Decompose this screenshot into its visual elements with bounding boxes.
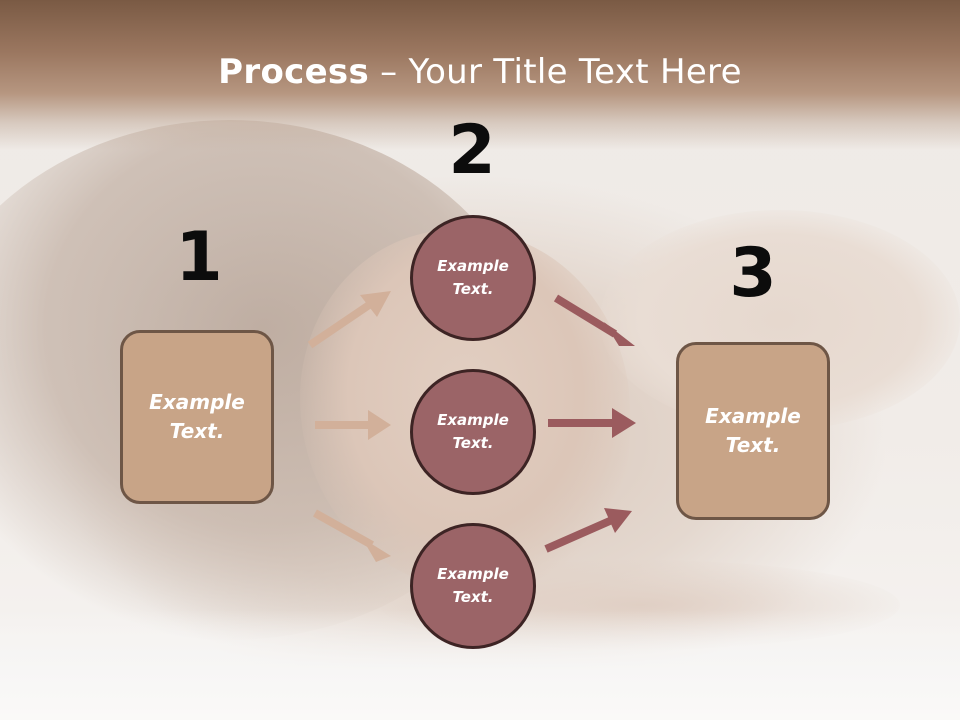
step-1-text-line2: Text. (169, 419, 225, 443)
step-number-1: 1 (175, 218, 223, 297)
step-number-3: 3 (729, 234, 777, 313)
slide-title: Process – Your Title Text Here (0, 52, 960, 92)
step-2-circle-bottom: Example Text. (410, 523, 536, 649)
title-bold: Process (218, 52, 370, 92)
step-3-text-line2: Text. (725, 433, 781, 457)
arrow-2a-to-3 (553, 294, 635, 346)
step-3-box: Example Text. (676, 342, 830, 520)
step-1-text-line1: Example (149, 390, 245, 414)
circle-top-line1: Example (437, 257, 509, 275)
arrow-1-to-2b (315, 410, 391, 440)
circle-bottom-line1: Example (437, 565, 509, 583)
circle-top-line2: Text. (452, 280, 494, 298)
title-banner (0, 0, 960, 150)
circle-bottom-line2: Text. (452, 588, 494, 606)
arrow-1-to-2c (313, 509, 391, 562)
step-2-circle-middle: Example Text. (410, 369, 536, 495)
circle-middle-line1: Example (437, 411, 509, 429)
circle-middle-line2: Text. (452, 434, 494, 452)
title-rest: – Your Title Text Here (369, 52, 742, 92)
arrow-1-to-2a (307, 291, 391, 349)
step-2-circle-top: Example Text. (410, 215, 536, 341)
step-1-box: Example Text. (120, 330, 274, 504)
arrow-2c-to-3 (544, 508, 632, 553)
arrow-2b-to-3 (548, 408, 636, 438)
step-3-text-line1: Example (705, 404, 801, 428)
step-number-2: 2 (448, 111, 496, 190)
